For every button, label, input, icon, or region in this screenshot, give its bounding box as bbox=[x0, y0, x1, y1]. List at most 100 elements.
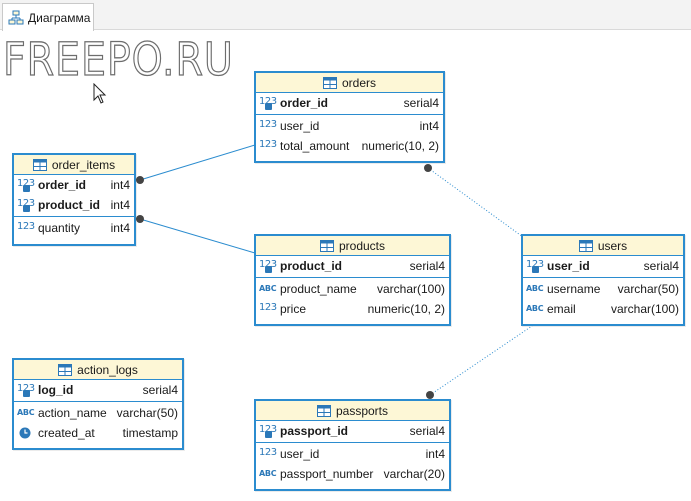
column-name: quantity bbox=[38, 221, 81, 235]
entity-passports[interactable]: passports 123 passport_id serial4 123 us… bbox=[254, 399, 451, 491]
editor-tab-bar: Диаграмма bbox=[0, 0, 691, 31]
link-end-dot bbox=[136, 176, 144, 184]
column-type: serial4 bbox=[403, 96, 439, 110]
column-type: int4 bbox=[110, 178, 130, 192]
column-type: int4 bbox=[419, 119, 439, 133]
mouse-cursor-icon bbox=[93, 83, 107, 104]
entity-header[interactable]: order_items bbox=[14, 155, 134, 175]
column-name: passport_number bbox=[280, 467, 374, 481]
column-type: serial4 bbox=[643, 259, 679, 273]
text-icon: ABC bbox=[526, 284, 544, 293]
column-row[interactable]: 123 order_id serial4 bbox=[256, 93, 443, 113]
entity-orders[interactable]: orders 123 order_id serial4 123 user_id … bbox=[254, 71, 445, 163]
column-name: log_id bbox=[38, 383, 74, 397]
entity-header[interactable]: passports bbox=[256, 401, 449, 421]
column-name: user_id bbox=[547, 259, 590, 273]
column-name: order_id bbox=[38, 178, 87, 192]
entity-title: orders bbox=[341, 75, 376, 90]
link-end-dot bbox=[424, 164, 432, 172]
column-row[interactable]: ABC product_name varchar(100) bbox=[256, 279, 449, 299]
column-row[interactable]: 123 user_id serial4 bbox=[523, 256, 683, 276]
column-name: action_name bbox=[38, 406, 107, 420]
number-key-icon: 123 bbox=[259, 259, 277, 273]
column-row[interactable]: ABC passport_number varchar(20) bbox=[256, 464, 449, 484]
number-key-icon: 123 bbox=[17, 198, 35, 212]
column-type: varchar(50) bbox=[617, 282, 679, 296]
column-row[interactable]: ABC email varchar(100) bbox=[523, 299, 683, 319]
column-row[interactable]: 123 user_id int4 bbox=[256, 116, 443, 136]
entity-header[interactable]: products bbox=[256, 236, 449, 256]
column-type: int4 bbox=[110, 221, 130, 235]
column-type: varchar(20) bbox=[383, 467, 445, 481]
column-row[interactable]: ABC action_name varchar(50) bbox=[14, 403, 182, 423]
column-name: total_amount bbox=[280, 139, 350, 153]
clock-icon bbox=[17, 426, 34, 440]
column-name: user_id bbox=[280, 119, 320, 133]
number-icon: 123 bbox=[259, 139, 277, 150]
entity-users[interactable]: users 123 user_id serial4 ABC username v… bbox=[521, 234, 685, 326]
divider bbox=[256, 442, 449, 443]
column-name: created_at bbox=[38, 426, 95, 440]
text-icon: ABC bbox=[526, 304, 544, 313]
column-row[interactable]: 123 log_id serial4 bbox=[14, 380, 182, 400]
text-icon: ABC bbox=[259, 469, 277, 478]
column-row[interactable]: 123 quantity int4 bbox=[14, 218, 134, 238]
column-row[interactable]: 123 total_amount numeric(10, 2) bbox=[256, 136, 443, 156]
table-icon bbox=[316, 404, 331, 417]
entity-action-logs[interactable]: action_logs 123 log_id serial4 ABC actio… bbox=[12, 358, 184, 450]
tab-label: Диаграмма bbox=[28, 10, 91, 25]
column-name: username bbox=[547, 282, 601, 296]
divider bbox=[14, 216, 134, 217]
entity-header[interactable]: action_logs bbox=[14, 360, 182, 380]
entity-products[interactable]: products 123 product_id serial4 ABC prod… bbox=[254, 234, 451, 326]
watermark-text: FREEPO.RU bbox=[2, 33, 234, 86]
link-order-items-products bbox=[139, 218, 256, 254]
column-type: serial4 bbox=[409, 424, 445, 438]
number-icon: 123 bbox=[17, 221, 35, 232]
column-row[interactable]: 123 order_id int4 bbox=[14, 175, 134, 195]
number-key-icon: 123 bbox=[259, 424, 277, 438]
divider bbox=[256, 114, 443, 115]
link-order-items-orders bbox=[139, 144, 256, 181]
column-row[interactable]: ABC username varchar(50) bbox=[523, 279, 683, 299]
column-type: varchar(100) bbox=[376, 282, 445, 296]
column-type: serial4 bbox=[142, 383, 178, 397]
number-icon: 123 bbox=[259, 119, 277, 130]
column-name: order_id bbox=[280, 96, 329, 110]
number-key-icon: 123 bbox=[259, 96, 277, 110]
entity-title: action_logs bbox=[77, 362, 138, 377]
tab-diagram[interactable]: Диаграмма bbox=[2, 3, 94, 31]
column-row[interactable]: 123 product_id int4 bbox=[14, 195, 134, 215]
column-type: serial4 bbox=[409, 259, 445, 273]
number-key-icon: 123 bbox=[17, 178, 35, 192]
column-name: product_name bbox=[280, 282, 357, 296]
column-row[interactable]: created_at timestamp bbox=[14, 423, 182, 443]
link-end-dot bbox=[426, 391, 434, 399]
entity-order-items[interactable]: order_items 123 order_id int4 123 produc… bbox=[12, 153, 136, 246]
column-type: int4 bbox=[110, 198, 130, 212]
column-row[interactable]: 123 passport_id serial4 bbox=[256, 421, 449, 441]
entity-header[interactable]: orders bbox=[256, 73, 443, 93]
entity-header[interactable]: users bbox=[523, 236, 683, 256]
number-key-icon: 123 bbox=[17, 383, 35, 397]
column-row[interactable]: 123 user_id int4 bbox=[256, 444, 449, 464]
divider bbox=[256, 277, 449, 278]
column-type: numeric(10, 2) bbox=[361, 139, 439, 153]
number-key-icon: 123 bbox=[526, 259, 544, 273]
column-type: varchar(100) bbox=[610, 302, 679, 316]
column-type: numeric(10, 2) bbox=[367, 302, 445, 316]
entity-title: order_items bbox=[51, 157, 116, 172]
divider bbox=[14, 401, 182, 402]
link-passports-users bbox=[429, 325, 533, 396]
column-row[interactable]: 123 product_id serial4 bbox=[256, 256, 449, 276]
column-name: price bbox=[280, 302, 307, 316]
entity-title: passports bbox=[335, 403, 389, 418]
text-icon: ABC bbox=[259, 284, 277, 293]
column-name: email bbox=[547, 302, 576, 316]
column-type: int4 bbox=[425, 447, 445, 461]
column-row[interactable]: 123 price numeric(10, 2) bbox=[256, 299, 449, 319]
column-type: varchar(50) bbox=[116, 406, 178, 420]
column-name: product_id bbox=[280, 259, 342, 273]
table-icon bbox=[322, 76, 337, 89]
